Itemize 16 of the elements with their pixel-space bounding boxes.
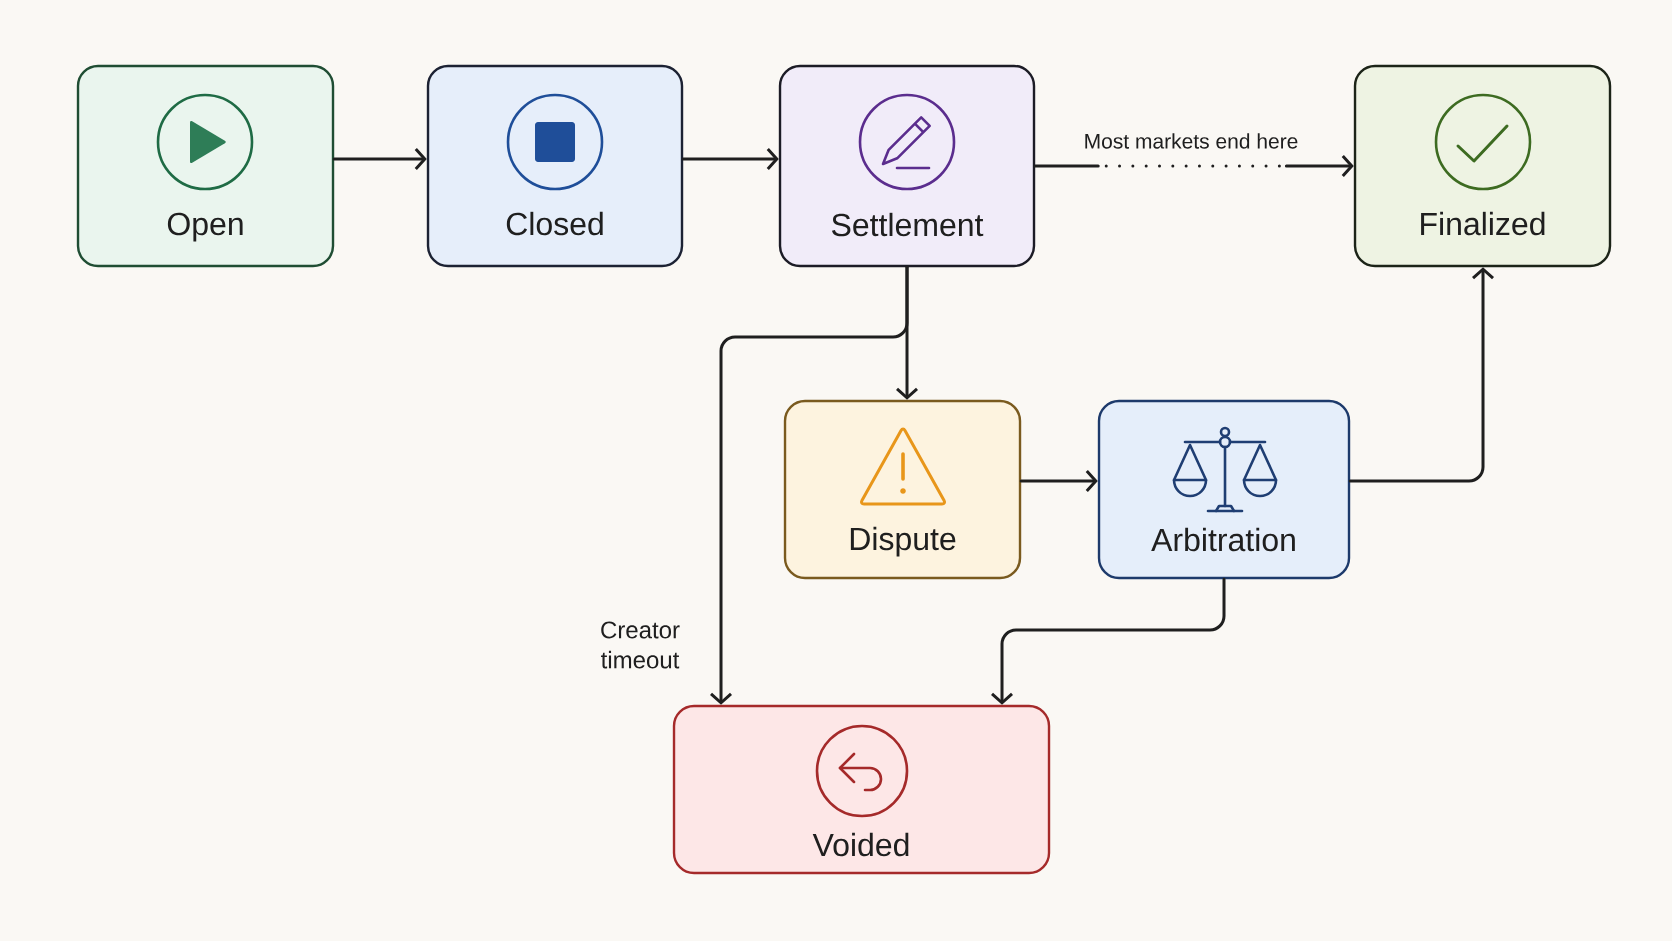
edge-label: Most markets end here bbox=[1081, 131, 1301, 151]
arrow bbox=[1348, 267, 1494, 483]
state-box: Open bbox=[76, 64, 335, 268]
state-box: Finalized bbox=[1353, 64, 1612, 268]
state-box: Settlement bbox=[778, 64, 1036, 268]
arrow bbox=[681, 147, 779, 170]
arrow bbox=[1033, 154, 1354, 177]
arrow bbox=[710, 265, 909, 705]
state-box: Arbitration bbox=[1097, 399, 1351, 580]
state-box: Voided bbox=[672, 704, 1051, 875]
arrow bbox=[332, 147, 427, 170]
edge-label: Creator timeout bbox=[590, 619, 690, 671]
arrow bbox=[991, 577, 1226, 705]
state-box: Dispute bbox=[783, 399, 1022, 580]
arrow bbox=[1019, 469, 1098, 492]
state-box: Closed bbox=[426, 64, 684, 268]
